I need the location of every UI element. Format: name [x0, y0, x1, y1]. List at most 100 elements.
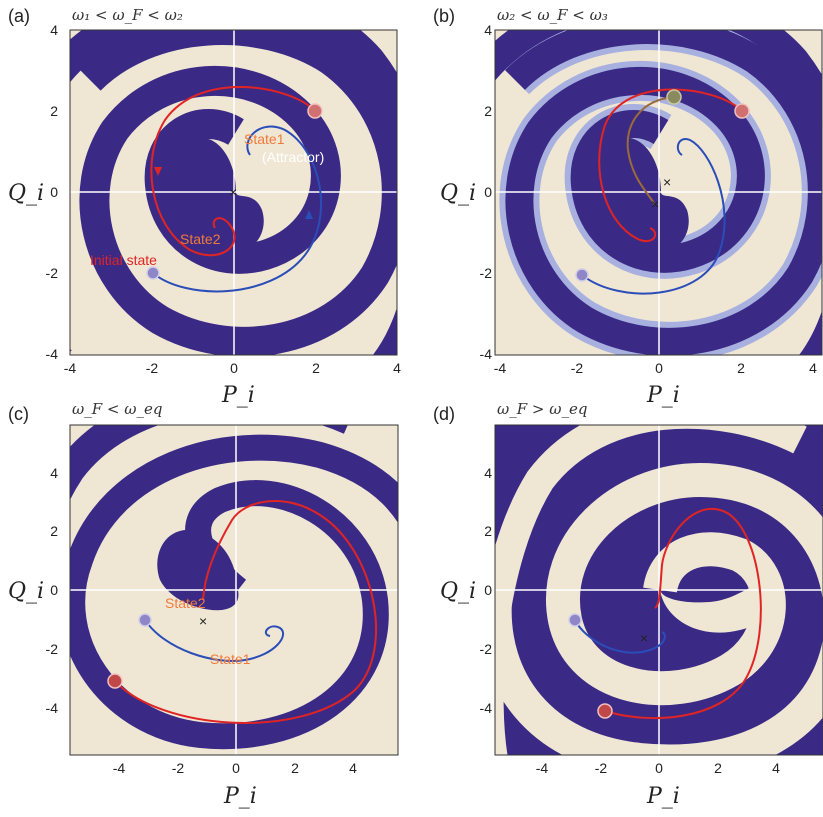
panel-b-ytick: -2 [480, 265, 493, 281]
panel-c-xtick: -2 [172, 760, 185, 776]
panel-c-annotation-state1: State1 [210, 651, 251, 667]
panel-b-condition: ω₂ < ω_F < ω₃ [497, 6, 608, 24]
panel-a-basin-core [171, 137, 264, 253]
panel-a-ytick: 0 [50, 184, 58, 200]
panel-a-ytick: 2 [50, 103, 58, 119]
panel-d-label: (d) [433, 404, 455, 424]
panel-a-blue-arrow [305, 210, 313, 219]
panel-d-ylabel: Q_i [440, 579, 476, 604]
panel-a-blue-trajectory [152, 125, 323, 293]
panel-a-xlabel: P_i [221, 383, 255, 408]
panel-b-xtick: -2 [571, 360, 584, 376]
panel-a-annotation-state2: State2 [180, 231, 221, 247]
panel-a-ytick: -4 [46, 346, 59, 362]
panel-a-xtick: -4 [64, 360, 77, 376]
panel-c-ytick: -2 [46, 641, 59, 657]
panel-c-blue-trajectory [144, 619, 285, 662]
panel-b-frame [494, 29, 823, 356]
panel-d-condition: ω_F > ω_eq [497, 400, 587, 418]
panel-a-red-arrow [154, 167, 162, 176]
panel-b-xtick: -4 [494, 360, 507, 376]
panel-a-fixed-point: × [229, 184, 237, 200]
panel-c-ytick: 0 [50, 582, 58, 598]
panel-b-ytick: 4 [484, 22, 492, 38]
panel-b-red-initial-marker [734, 103, 750, 119]
panel-b-brown-trajectory [626, 96, 675, 206]
panel-d: (d) ω_F > ω_eq × 4 2 0 -2 -4 -4 -2 0 2 4… [433, 400, 823, 809]
panel-b-plot: × × [495, 30, 822, 355]
panel-d-xtick: -4 [536, 760, 549, 776]
panel-a-ylabel: Q_i [8, 181, 44, 206]
panel-d-xlabel: P_i [646, 784, 680, 809]
panel-d-ytick: -2 [480, 641, 493, 657]
panel-a-red-trajectory [150, 86, 316, 257]
panel-d-light-lobe [660, 579, 784, 633]
panel-a-annotation-state1: State1 [244, 131, 285, 147]
panel-a-annotation-attractor: (Attractor) [262, 149, 324, 165]
panel-c-plot: × State2 State1 [70, 425, 398, 755]
panel-c-xtick: 4 [349, 760, 357, 776]
panel-c-ytick: -4 [46, 700, 59, 716]
panel-b-xtick: 0 [655, 360, 663, 376]
panel-b-basin-band [505, 30, 822, 355]
panel-c-annotation-state2: State2 [165, 595, 206, 611]
panel-d-ytick: 4 [484, 465, 492, 481]
panel-c-fixed-point: × [199, 613, 207, 629]
panel-b-ytick: -4 [480, 346, 493, 362]
panel-c-blue-initial-marker [138, 613, 152, 627]
panel-c-ytick: 2 [50, 523, 58, 539]
panel-b-blue-initial-marker [575, 268, 589, 282]
panel-c: (c) ω_F < ω_eq × State2 State1 4 2 0 -2 … [8, 400, 399, 809]
panel-d-red-trajectory [604, 507, 762, 720]
panel-b-brown-initial-marker [666, 89, 682, 105]
panel-a-blue-initial-marker [146, 266, 160, 280]
panel-d-frame [494, 424, 823, 756]
panel-a-label: (a) [8, 6, 30, 26]
panel-b: (b) ω₂ < ω_F < ω₃ × × 4 2 0 -2 -4 -4 -2 … [433, 6, 823, 408]
panel-c-red-trajectory [114, 500, 377, 724]
panel-c-red-initial-marker [107, 673, 123, 689]
panel-a-red-initial-marker [307, 103, 323, 119]
panel-c-basin-band [70, 434, 398, 750]
panel-a-ytick: -2 [46, 265, 59, 281]
panel-b-xlabel: P_i [646, 383, 680, 408]
panel-d-red-initial-marker [597, 703, 613, 719]
panel-b-ylabel: Q_i [440, 181, 476, 206]
panel-d-xtick: 2 [714, 760, 722, 776]
panel-d-ytick: 0 [484, 582, 492, 598]
panel-c-xtick: 2 [291, 760, 299, 776]
panel-a-condition: ω₁ < ω_F < ω₂ [72, 6, 183, 24]
panel-c-label: (c) [8, 404, 29, 424]
panel-a-xtick: 2 [312, 360, 320, 376]
panel-a: (a) ω₁ < ω_F < ω₂ × State1 (Attractor) S… [8, 6, 401, 408]
panel-d-xtick: 4 [772, 760, 780, 776]
panel-a-ytick: 4 [50, 22, 58, 38]
panel-b-label: (b) [433, 6, 455, 26]
panel-d-light-outer [495, 425, 807, 755]
panel-b-red-trajectory [598, 88, 743, 243]
panel-d-fixed-point: × [640, 630, 648, 646]
panel-d-plot: × [495, 425, 823, 755]
panel-a-xtick: -2 [146, 360, 159, 376]
panel-a-frame [69, 29, 398, 356]
panel-d-ytick: -4 [480, 700, 493, 716]
panel-c-ylabel: Q_i [8, 579, 44, 604]
panel-a-xtick: 0 [230, 360, 238, 376]
panel-a-annotation-initial: Initial state [90, 252, 157, 268]
panel-c-frame [69, 424, 399, 756]
panel-d-blue-trajectory [574, 619, 666, 654]
panel-b-xtick: 2 [737, 360, 745, 376]
panel-a-basin-band [79, 30, 397, 355]
panel-a-plot: × State1 (Attractor) State2 Initial stat… [70, 30, 397, 355]
panel-b-xtick: 4 [809, 360, 817, 376]
panel-c-xlabel: P_i [223, 784, 257, 809]
panel-d-ytick: 2 [484, 523, 492, 539]
panel-b-fixed-point-2: × [651, 196, 659, 212]
panel-c-xtick: 0 [232, 760, 240, 776]
panel-a-xtick: 4 [393, 360, 401, 376]
panel-c-condition: ω_F < ω_eq [72, 400, 162, 418]
panel-c-ytick: 4 [50, 465, 58, 481]
panel-d-xtick: -2 [595, 760, 608, 776]
panel-d-blue-initial-marker [568, 613, 582, 627]
